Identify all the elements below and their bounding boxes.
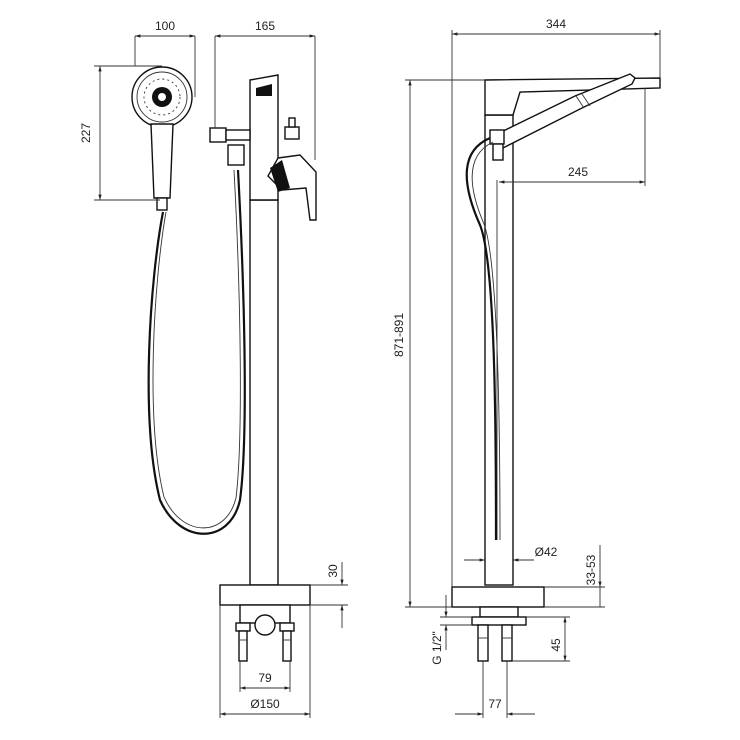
shower-hose [147, 169, 246, 535]
dim-spacing-front: 79 [258, 671, 272, 685]
dim-total-depth: 344 [546, 17, 566, 31]
shower-hose-side [465, 136, 498, 541]
handshower-side [493, 73, 636, 149]
dim-handshower-height: 227 [79, 123, 93, 143]
dim-spout-offset: 165 [255, 19, 275, 33]
dim-base-height: 30 [326, 564, 340, 578]
dim-handshower-width: 100 [155, 19, 175, 33]
dim-spout-reach: 245 [568, 165, 588, 179]
front-view: 100 165 227 30 79 Ø150 [79, 19, 348, 718]
side-view: 344 245 871-891 Ø42 33-53 45 G 1/2" [392, 17, 661, 718]
column-side [484, 114, 514, 586]
column-front [249, 199, 279, 586]
base-plate-front [219, 584, 311, 606]
dim-base-diameter: Ø150 [250, 697, 280, 711]
handshower-head [131, 66, 193, 128]
dim-thread: G 1/2" [430, 631, 444, 665]
dim-column-diameter: Ø42 [535, 545, 558, 559]
dim-total-height: 871-891 [392, 313, 406, 357]
handshower-handle [150, 123, 174, 199]
connection-fittings-side [471, 606, 527, 662]
dim-base-thickness: 33-53 [584, 554, 598, 585]
connection-fittings-front [235, 604, 295, 662]
shower-holder [209, 127, 227, 143]
dim-spacing-side: 77 [488, 697, 502, 711]
diverter-knob [284, 126, 300, 140]
base-plate-side [451, 586, 545, 608]
dim-connection-depth: 45 [549, 638, 563, 652]
